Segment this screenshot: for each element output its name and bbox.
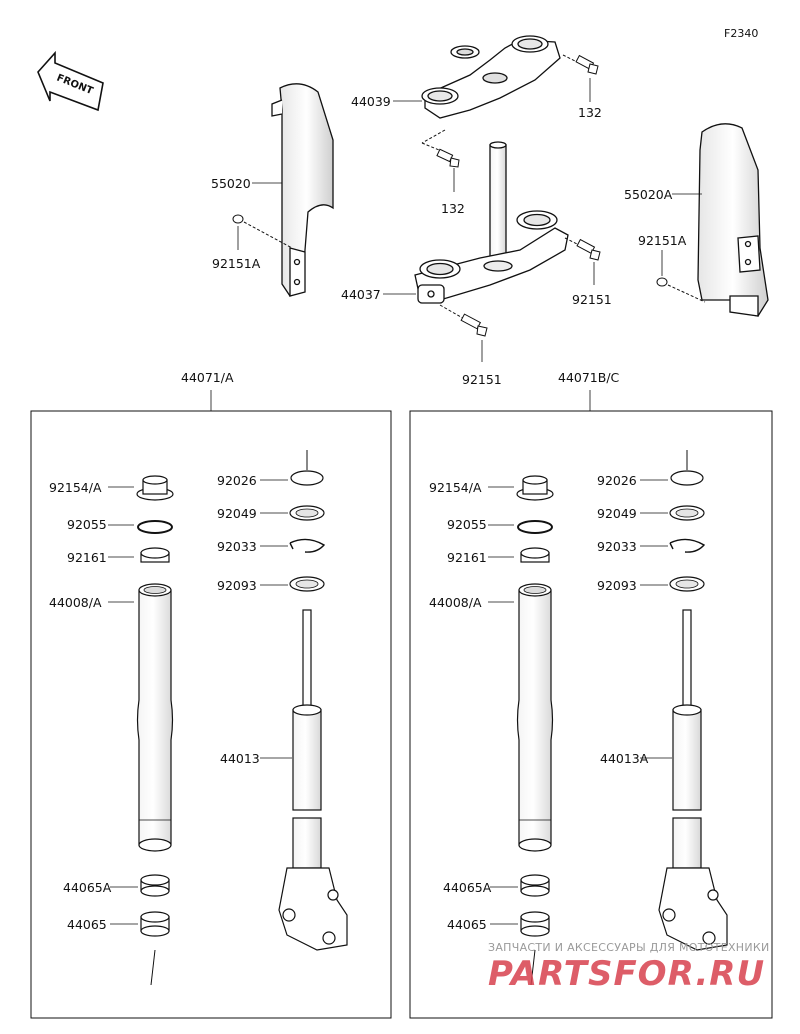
watermark-tagline: ЗАПЧАСТИ И АКСЕССУАРЫ ДЛЯ МОТОТЕХНИКИ — [488, 941, 770, 954]
right-bush-lower-part — [520, 911, 550, 937]
right-oil-seal-part — [669, 505, 705, 521]
upper-bracket-drawing — [421, 35, 561, 119]
left-washer-label: 92093 — [217, 578, 257, 593]
figure-code: F2340 — [724, 27, 758, 40]
right-tube-label: 44008/A — [429, 595, 482, 610]
label-132-a: 132 — [578, 105, 602, 120]
left-oil-seal-label: 92049 — [217, 506, 257, 521]
fork-guard-right-drawing — [697, 123, 769, 317]
right-bush-lower-a-part — [520, 874, 550, 897]
left-bush-label: 92161 — [67, 550, 107, 565]
left-bush-lower-a-label: 44065A — [63, 880, 112, 895]
label-92151a-left: 92151A — [212, 256, 261, 271]
right-oring-label: 92055 — [447, 517, 487, 532]
right-bush-part — [520, 547, 550, 563]
bolt-92151-bottom — [439, 304, 488, 337]
bolt-132-top-right — [562, 54, 599, 75]
right-bush-lower-label: 44065 — [447, 917, 487, 932]
left-circlip-label: 92033 — [217, 539, 257, 554]
label-44037: 44037 — [341, 287, 381, 302]
left-arrow-mark — [150, 949, 156, 986]
bolt-132-center — [421, 129, 460, 168]
bolt-92151-right — [564, 237, 601, 261]
right-assembly-contents: 92154/A 92055 92161 44008/A 44065A 44065 92026… — [429, 450, 728, 986]
right-washer-part — [669, 576, 705, 592]
left-assembly-title: 44071/A — [181, 370, 234, 385]
label-92151-b: 92151 — [462, 372, 502, 387]
right-seal-cover-label: 92026 — [597, 473, 637, 488]
right-outer-tube-part — [658, 609, 728, 951]
right-oil-seal-label: 92049 — [597, 506, 637, 521]
label-92151a-right: 92151A — [638, 233, 687, 248]
left-bush-lower-part — [140, 911, 170, 937]
steering-stem-drawing — [414, 141, 569, 304]
right-circlip-label: 92033 — [597, 539, 637, 554]
right-washer-label: 92093 — [597, 578, 637, 593]
label-44039: 44039 — [351, 94, 391, 109]
left-cap-label: 92154/A — [49, 480, 102, 495]
right-tube-part — [516, 583, 554, 852]
right-assembly-title: 44071B/C — [558, 370, 620, 385]
right-bush-label: 92161 — [447, 550, 487, 565]
left-circlip-part — [289, 538, 326, 553]
left-assembly-contents: 92154/A 92055 92161 44008/A 44065A 44065 92026… — [49, 450, 348, 986]
left-oring-label: 92055 — [67, 517, 107, 532]
left-outer-tube-label: 44013 — [220, 751, 260, 766]
left-assembly-frame — [30, 410, 392, 1019]
right-oring-part — [517, 520, 553, 534]
right-arrow-mark — [530, 949, 536, 986]
front-arrow-icon: FRONT — [37, 50, 104, 112]
left-bush-lower-a-part — [140, 874, 170, 897]
right-outer-tube-label: 44013A — [600, 751, 649, 766]
right-cap-part — [516, 475, 554, 501]
left-bush-part — [140, 547, 170, 563]
left-tube-part — [136, 583, 174, 852]
left-bush-lower-label: 44065 — [67, 917, 107, 932]
label-132-b: 132 — [441, 201, 465, 216]
label-55020a: 55020A — [624, 187, 673, 202]
screw-92151a-left — [232, 214, 293, 249]
right-seal-cover-part — [670, 450, 704, 486]
watermark-logo: PARTSFOR.RU — [488, 954, 765, 994]
right-circlip-part — [669, 538, 706, 553]
left-cap-part — [136, 475, 174, 501]
right-assembly-frame — [409, 410, 773, 1019]
left-tube-label: 44008/A — [49, 595, 102, 610]
left-seal-cover-label: 92026 — [217, 473, 257, 488]
fork-guard-left-drawing — [271, 83, 334, 297]
screw-92151a-right — [656, 277, 706, 303]
right-cap-label: 92154/A — [429, 480, 482, 495]
left-washer-part — [289, 576, 325, 592]
left-oil-seal-part — [289, 505, 325, 521]
right-bush-lower-a-label: 44065A — [443, 880, 492, 895]
label-92151-a: 92151 — [572, 292, 612, 307]
left-outer-tube-part — [278, 609, 348, 951]
left-seal-cover-part — [290, 450, 324, 486]
label-55020: 55020 — [211, 176, 251, 191]
left-oring-part — [137, 520, 173, 534]
